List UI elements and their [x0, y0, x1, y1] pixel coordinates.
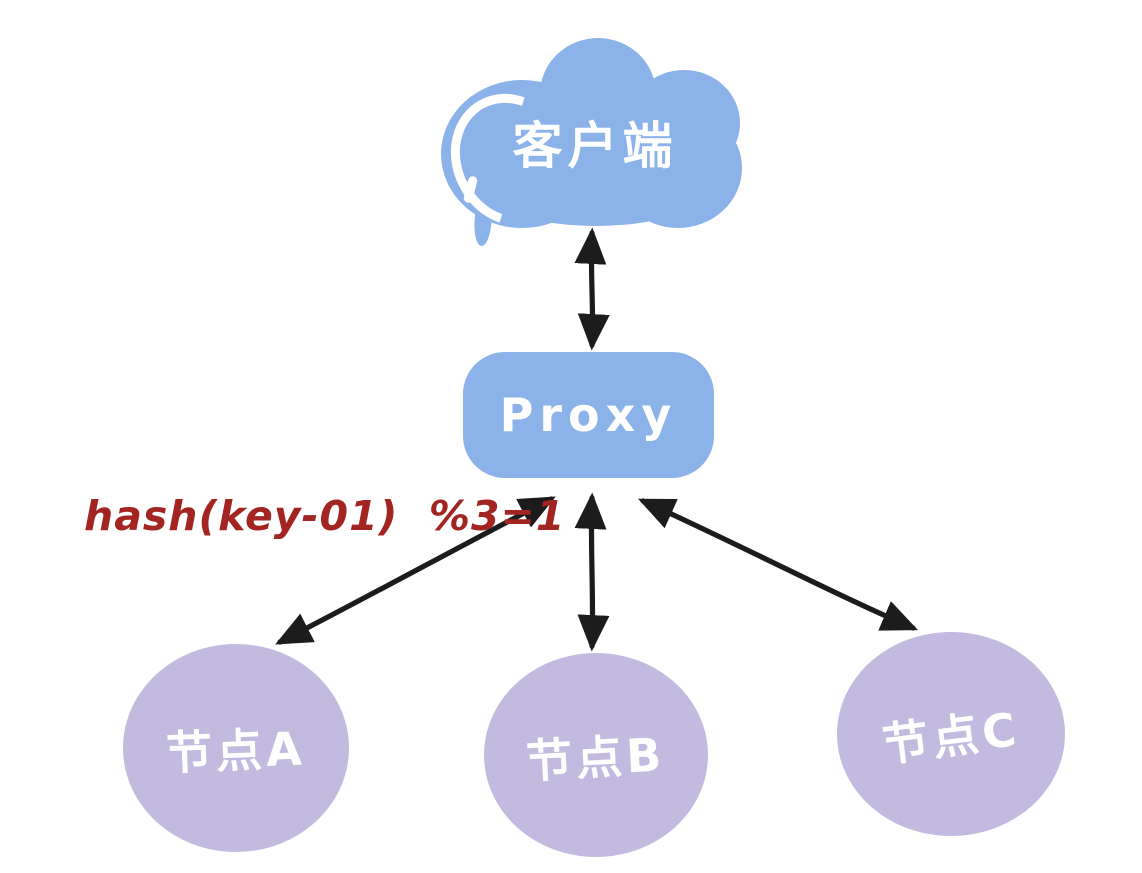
node-b-circle: 节点B	[484, 653, 708, 857]
node-c-label: 节点C	[879, 701, 1024, 773]
cloud-lobe	[452, 98, 740, 226]
node-b-label: 节点B	[525, 727, 668, 789]
arrow-proxy-node-c	[638, 498, 919, 631]
arrow-client-proxy	[574, 227, 610, 351]
node-c-circle: 节点C	[837, 632, 1065, 836]
client-label: 客户端	[512, 117, 678, 175]
proxy-box: Proxy	[463, 352, 714, 478]
node-a-label: 节点A	[165, 721, 307, 781]
arrow-proxy-node-b	[574, 492, 610, 652]
hash-annotation: hash(key-01) %3=1	[84, 492, 566, 540]
node-a-circle: 节点A	[123, 644, 349, 852]
proxy-label: Proxy	[499, 388, 678, 442]
